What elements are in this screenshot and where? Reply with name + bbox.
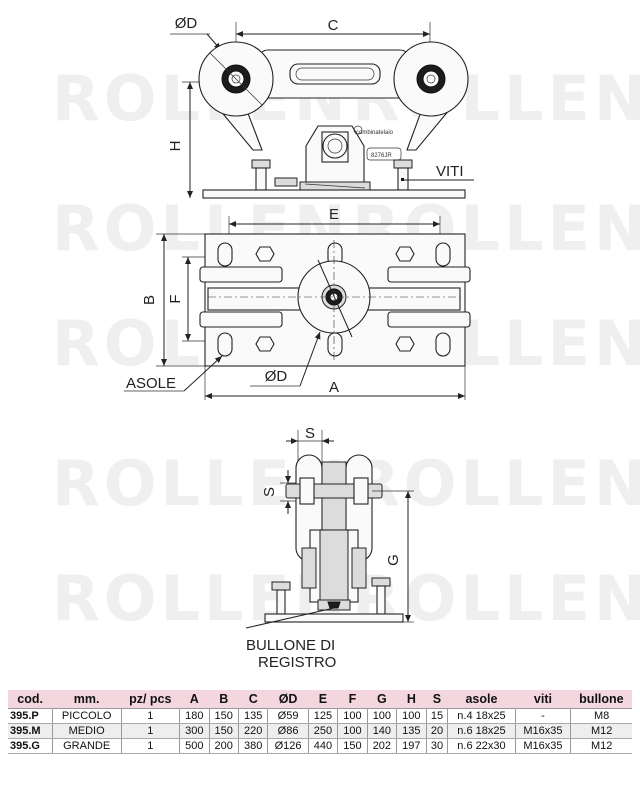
dim-d2-label: ØD <box>265 368 288 385</box>
top-view: E B F <box>124 206 471 400</box>
cell-cod: 395.G <box>8 738 53 754</box>
bullone-label-line1: BULLONE DI <box>246 637 335 654</box>
front-view: C ØD H combinatelaio 8 <box>167 15 474 199</box>
cell-pcs: 1 <box>120 723 180 739</box>
header-a: A <box>179 690 209 709</box>
dim-h-label: H <box>167 141 184 152</box>
cell-b: 150 <box>208 723 239 739</box>
cell-a: 300 <box>179 723 209 739</box>
cell-bullone: M12 <box>570 723 632 739</box>
cell-cod: 395.P <box>8 708 53 724</box>
header-mm: mm. <box>52 690 122 709</box>
bullone-label-line2: REGISTRO <box>258 654 336 671</box>
cell-e: 125 <box>307 708 338 724</box>
cell-pcs: 1 <box>120 738 180 754</box>
cell-asole: n.4 18x25 <box>447 708 516 724</box>
cell-f: 150 <box>337 738 368 754</box>
header-d: ØD <box>267 690 309 709</box>
part-code-text: 8276JR <box>371 153 392 159</box>
cell-g: 100 <box>366 708 397 724</box>
cell-h: 100 <box>396 708 427 724</box>
header-b: B <box>209 690 239 709</box>
header-h: H <box>396 690 427 709</box>
brand-plate-text: combinatelaio <box>356 130 394 136</box>
viti-label: VITI <box>436 163 464 180</box>
technical-drawing: ROLLEN ROLLEN ROLLEN ROLLEN ROLLEN ROLLE… <box>52 15 640 671</box>
side-view: S S G BULLONE DI REGI <box>245 425 414 671</box>
cell-s: 30 <box>425 738 448 754</box>
header-cod: cod. <box>8 690 53 709</box>
cell-s: 15 <box>425 708 448 724</box>
header-asole: asole <box>447 690 516 709</box>
cell-cod: 395.M <box>8 723 53 739</box>
cell-c: 220 <box>237 723 268 739</box>
header-f: F <box>337 690 368 709</box>
cell-b: 200 <box>208 738 239 754</box>
header-e: E <box>308 690 338 709</box>
table-row: 395.P PICCOLO 1 180 150 135 Ø59 125 100 … <box>8 708 632 724</box>
table-row: 395.M MEDIO 1 300 150 220 Ø86 250 100 14… <box>8 723 632 739</box>
cell-viti: M16x35 <box>514 723 571 739</box>
dim-s-side-label: S <box>261 487 278 497</box>
dim-f-label: F <box>167 294 184 303</box>
table-header-row: cod. mm. pz/ pcs A B C ØD E F G H S asol… <box>8 690 632 709</box>
cell-c: 380 <box>237 738 268 754</box>
cell-d: Ø86 <box>267 723 309 739</box>
dim-b-label: B <box>141 295 158 305</box>
cell-d: Ø126 <box>267 738 309 754</box>
cell-asole: n.6 22x30 <box>447 738 516 754</box>
cell-bullone: M12 <box>570 738 632 754</box>
dim-s-top-label: S <box>305 425 315 442</box>
cell-asole: n.6 18x25 <box>447 723 516 739</box>
cell-mm: GRANDE <box>51 738 122 754</box>
dim-a-label: A <box>329 379 339 396</box>
header-viti: viti <box>515 690 571 709</box>
watermark-text: ROLLEN <box>352 447 640 520</box>
cell-a: 180 <box>179 708 209 724</box>
cell-h: 135 <box>396 723 427 739</box>
watermark-text: ROLLEN <box>352 562 640 635</box>
dim-c-label: C <box>328 17 339 34</box>
cell-s: 20 <box>425 723 448 739</box>
cell-f: 100 <box>337 723 368 739</box>
cell-g: 202 <box>366 738 397 754</box>
cell-h: 197 <box>396 738 427 754</box>
cell-d: Ø59 <box>267 708 309 724</box>
cell-mm: MEDIO <box>51 723 122 739</box>
watermark-layer: ROLLEN ROLLEN ROLLEN ROLLEN ROLLEN ROLLE… <box>52 62 640 635</box>
cell-bullone: M8 <box>570 708 632 724</box>
watermark-text: ROLLEN <box>52 562 350 635</box>
cell-mm: PICCOLO <box>51 708 122 724</box>
cell-pcs: 1 <box>120 708 180 724</box>
specifications-table: cod. mm. pz/ pcs A B C ØD E F G H S asol… <box>8 690 632 754</box>
table-row: 395.G GRANDE 1 500 200 380 Ø126 440 150 … <box>8 738 632 754</box>
cell-e: 440 <box>307 738 338 754</box>
cell-e: 250 <box>307 723 338 739</box>
dim-g-label: G <box>385 554 402 566</box>
cell-f: 100 <box>337 708 368 724</box>
cell-c: 135 <box>237 708 268 724</box>
dim-e-label: E <box>329 206 339 223</box>
header-pcs: pz/ pcs <box>121 690 180 709</box>
header-bullone: bullone <box>570 690 632 709</box>
cell-a: 500 <box>179 738 209 754</box>
header-g: G <box>367 690 397 709</box>
cell-viti: - <box>514 708 571 724</box>
cell-viti: M16x35 <box>514 738 571 754</box>
asole-label: ASOLE <box>126 375 176 392</box>
dim-d-label: ØD <box>175 15 198 32</box>
cell-b: 150 <box>208 708 239 724</box>
cell-g: 140 <box>366 723 397 739</box>
header-c: C <box>238 690 268 709</box>
header-s: S <box>426 690 448 709</box>
